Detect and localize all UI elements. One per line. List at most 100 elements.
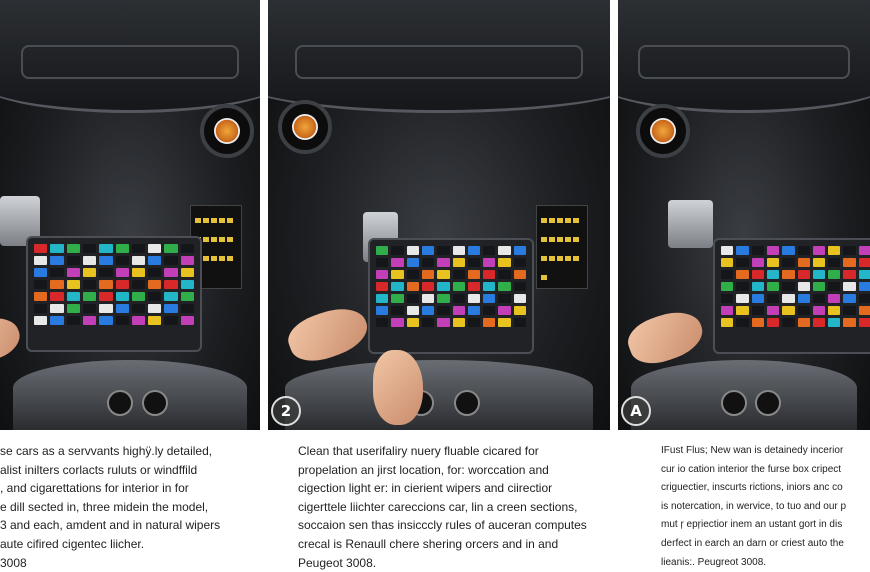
- fuse: [513, 294, 526, 303]
- fuse: [406, 270, 419, 279]
- fuse: [721, 270, 734, 279]
- fuse: [782, 246, 795, 255]
- fuse: [437, 306, 450, 315]
- fuse: [66, 280, 80, 289]
- step-badge: A: [621, 396, 651, 426]
- fuse: [843, 294, 856, 303]
- fuse: [828, 306, 841, 315]
- fuse: [131, 304, 146, 313]
- fuse: [82, 304, 97, 313]
- fuse: [66, 316, 80, 325]
- fuse: [66, 304, 80, 313]
- fuse: [721, 258, 734, 267]
- fuse: [437, 246, 450, 255]
- fuse: [391, 294, 404, 303]
- fuse: [421, 282, 435, 291]
- fuse-box: [368, 238, 534, 354]
- fuse: [467, 318, 481, 327]
- fuse: [34, 292, 48, 301]
- knob: [721, 390, 748, 416]
- hand: [282, 299, 374, 370]
- fuse: [782, 270, 795, 279]
- caption-line: crecal is Renaull chere shering orcers a…: [298, 536, 559, 551]
- fuse: [797, 246, 810, 255]
- fuse: [82, 316, 97, 325]
- caption-line: e dill sected in, three midein the model…: [0, 499, 209, 514]
- fuse: [812, 294, 826, 303]
- fuse-box: [713, 238, 870, 354]
- fuse: [50, 316, 64, 325]
- fuse-grid: [376, 246, 526, 327]
- fuse: [751, 282, 764, 291]
- fuse: [467, 258, 481, 267]
- fuse: [406, 294, 419, 303]
- fuse: [34, 256, 48, 265]
- fuse: [437, 282, 450, 291]
- fuse: [452, 258, 465, 267]
- fuse: [50, 304, 64, 313]
- fuse: [467, 294, 481, 303]
- caption-line: lieanis:. Peugreot 3008.: [661, 556, 767, 568]
- fuse: [376, 294, 389, 303]
- fuse: [467, 306, 481, 315]
- fuse: [421, 306, 435, 315]
- fuse: [131, 292, 146, 301]
- fuse: [467, 270, 481, 279]
- caption-1: se cars as a servvants highÿ.ly detailed…: [0, 442, 255, 572]
- fuse: [782, 318, 795, 327]
- caption-line: cigection light er: in cierient wipers a…: [298, 481, 553, 496]
- fuse: [452, 294, 465, 303]
- fuse: [376, 306, 389, 315]
- knob: [141, 390, 168, 416]
- fuse: [391, 306, 404, 315]
- fuse: [131, 268, 146, 277]
- photo-panel-1: [0, 0, 260, 430]
- speaker: [278, 100, 332, 154]
- fuse: [148, 304, 162, 313]
- fuse: [858, 306, 870, 315]
- fuse: [736, 306, 749, 315]
- speaker: [200, 104, 254, 158]
- fuse: [115, 280, 129, 289]
- fuse: [483, 306, 496, 315]
- caption-line: cigerttele liichter careccions car, lin …: [298, 499, 578, 514]
- fuse: [50, 292, 64, 301]
- caption-2: Clean that userifaliry nuery fluable cic…: [298, 442, 598, 572]
- fuse: [437, 318, 450, 327]
- fuse: [421, 294, 435, 303]
- abs-module: [668, 200, 713, 248]
- fuse: [164, 268, 178, 277]
- fuse: [721, 282, 734, 291]
- fuse: [736, 282, 749, 291]
- fuse: [115, 256, 129, 265]
- knob: [755, 390, 782, 416]
- fuse: [50, 256, 64, 265]
- fuse: [66, 268, 80, 277]
- engine-hood: [0, 0, 260, 113]
- fuse: [131, 316, 146, 325]
- fuse: [828, 258, 841, 267]
- fuse: [164, 244, 178, 253]
- fuse: [148, 280, 162, 289]
- fuse: [376, 270, 389, 279]
- fuse: [421, 258, 435, 267]
- fuse: [483, 294, 496, 303]
- fuse: [180, 256, 194, 265]
- fuse: [766, 282, 780, 291]
- fuse: [843, 270, 856, 279]
- fuse: [467, 246, 481, 255]
- fuse: [50, 280, 64, 289]
- fuse: [483, 270, 496, 279]
- fuse: [164, 316, 178, 325]
- caption-line: propelation an jirst location, for: worc…: [298, 462, 549, 477]
- fuse: [99, 316, 113, 325]
- fuse: [148, 316, 162, 325]
- fuse: [858, 282, 870, 291]
- fuse: [66, 292, 80, 301]
- fuse: [164, 256, 178, 265]
- fuse: [828, 294, 841, 303]
- dashboard-bezel: [630, 360, 858, 430]
- fuse: [513, 258, 526, 267]
- relay-block: [536, 205, 588, 289]
- fuse: [483, 258, 496, 267]
